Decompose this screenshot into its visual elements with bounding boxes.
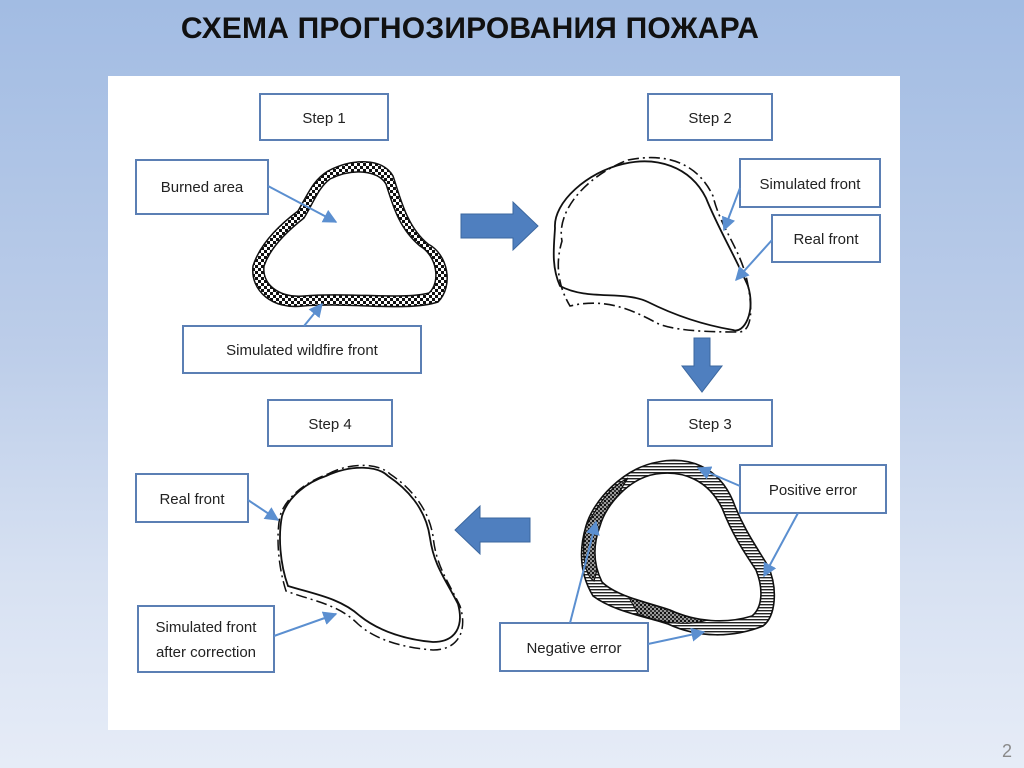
simulated-wildfire-front-callout: Simulated wildfire front xyxy=(182,325,422,374)
step4-real-front-label: Real front xyxy=(159,491,225,508)
slide-title: СХЕМА ПРОГНОЗИРОВАНИЯ ПОЖАРА xyxy=(180,12,760,45)
step2-label: Step 2 xyxy=(688,110,731,127)
step1-box: Step 1 xyxy=(259,93,389,141)
step4-real-front-callout: Real front xyxy=(135,473,249,523)
simulated-after-arrow xyxy=(273,611,338,637)
negative-error-arrow-2 xyxy=(647,627,706,645)
simulated-after-correction-callout: Simulated front after correction xyxy=(137,605,275,673)
step2-fronts-shape xyxy=(552,156,752,333)
arrow-right-icon xyxy=(460,200,539,252)
real-front-callout: Real front xyxy=(771,214,881,263)
burned-area-callout: Burned area xyxy=(135,159,269,215)
step2-box: Step 2 xyxy=(647,93,773,141)
negative-error-label: Negative error xyxy=(526,640,621,657)
step1-label: Step 1 xyxy=(302,110,345,127)
positive-error-arrow-2 xyxy=(763,512,799,578)
burned-area-pointer xyxy=(267,185,338,223)
step4-fronts-shape xyxy=(277,464,464,651)
diagram-panel: Step 1 Burned area Simulated wildfire fr… xyxy=(108,76,900,730)
step3-error-shape xyxy=(580,459,776,636)
step4-box: Step 4 xyxy=(267,399,393,447)
positive-error-callout: Positive error xyxy=(739,464,887,514)
negative-error-arrow-1 xyxy=(569,520,600,624)
step4-label: Step 4 xyxy=(308,416,351,433)
simulated-front-label: Simulated front xyxy=(760,176,862,193)
step4-real-front-arrow xyxy=(247,499,280,521)
simulated-front-pointer xyxy=(303,302,323,327)
simulated-after-line2: after correction xyxy=(156,644,256,661)
page-number: 2 xyxy=(1001,741,1012,761)
negative-error-callout: Negative error xyxy=(499,622,649,672)
step3-box: Step 3 xyxy=(647,399,773,447)
simulated-wildfire-front-label: Simulated wildfire front xyxy=(226,342,379,359)
real-front-label: Real front xyxy=(793,231,859,248)
step1-burned-area-shape xyxy=(252,161,448,308)
positive-error-arrow-1 xyxy=(696,466,741,487)
burned-area-label: Burned area xyxy=(161,179,244,196)
arrow-down-icon xyxy=(680,337,724,393)
simulated-after-line1: Simulated front xyxy=(156,619,258,636)
arrow-left-icon xyxy=(454,504,531,556)
simulated-front-arrow xyxy=(721,187,741,232)
positive-error-label: Positive error xyxy=(769,482,857,499)
real-front-arrow xyxy=(735,239,773,282)
step3-label: Step 3 xyxy=(688,416,731,433)
simulated-front-callout: Simulated front xyxy=(739,158,881,208)
fire-forecast-diagram: Step 1 Burned area Simulated wildfire fr… xyxy=(135,93,887,673)
